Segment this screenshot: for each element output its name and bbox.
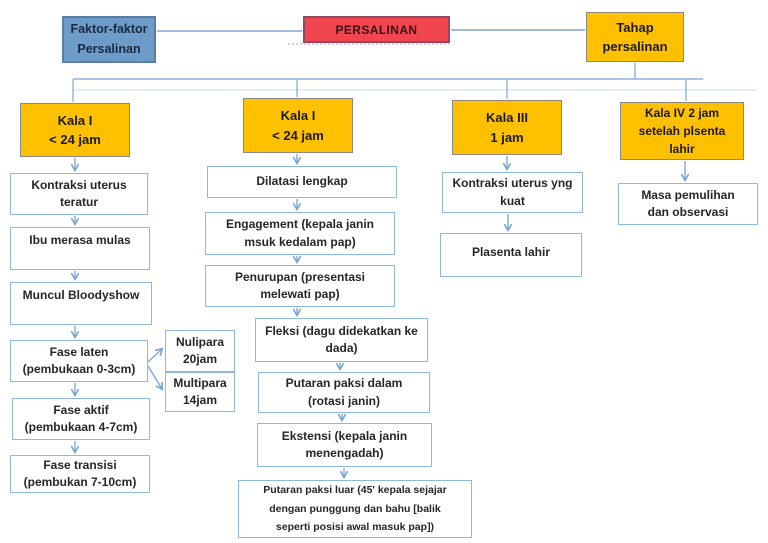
node-fase-laten: Fase laten (pembukaan 0-3cm) [10, 340, 148, 382]
node-ibu-merasa-mulas-label: Ibu merasa mulas [29, 233, 131, 247]
node-kala-1-tahap-label: Kala I < 24 jam [272, 108, 324, 143]
rails [72, 63, 757, 102]
node-penurupan-label: Penurupan (presentasi melewati pap) [234, 269, 366, 301]
node-muncul-bloodyshow: Muncul Bloodyshow [10, 282, 152, 325]
arrow-faselaten-multipara [147, 365, 164, 391]
node-nulipara-label: Nulipara 20jam [175, 334, 224, 366]
node-dilatasi-lengkap-label: Dilatasi lengkap [256, 174, 348, 189]
node-multipara: Multipara 14jam [165, 372, 235, 412]
node-kontraksi-uterus-teratur: Kontraksi uterus teratur [10, 173, 148, 215]
node-fleksi-label: Fleksi (dagu didekatkan ke dada) [265, 323, 418, 355]
node-plasenta-lahir-label: Plasenta lahir [471, 245, 551, 259]
node-putaran-paksi-luar-label: Putaran paksi luar (45' kepala sejajar d… [263, 484, 447, 534]
node-ekstensi: Ekstensi (kepala janin menengadah) [257, 423, 432, 467]
node-putaran-paksi-dalam-label: Putaran paksi dalam (rotasi janin) [285, 376, 403, 408]
node-engagement-label: Engagement (kepala janin msuk kedalam pa… [225, 217, 375, 249]
node-kala-4: Kala IV 2 jam setelah plsenta lahir [620, 102, 744, 160]
node-fase-aktif: Fase aktif (pembukaan 4-7cm) [12, 398, 150, 440]
node-masa-pemulihan: Masa pemulihan dan observasi [618, 183, 758, 225]
node-fase-transisi-label: Fase transisi (pembukan 7-10cm) [23, 457, 137, 489]
arrow-faselaten-nulipara [147, 347, 164, 363]
node-ibu-merasa-mulas: Ibu merasa mulas [10, 227, 150, 270]
node-kontraksi-uterus-teratur-label: Kontraksi uterus teratur [31, 177, 127, 209]
node-multipara-label: Multipara 14jam [173, 375, 227, 407]
node-fase-transisi: Fase transisi (pembukan 7-10cm) [10, 455, 150, 493]
node-kala-1-faktor-label: Kala I < 24 jam [49, 112, 101, 148]
node-putaran-paksi-dalam: Putaran paksi dalam (rotasi janin) [258, 372, 430, 413]
node-kala-1-tahap: Kala I < 24 jam [243, 98, 353, 153]
node-fleksi: Fleksi (dagu didekatkan ke dada) [255, 318, 428, 362]
node-kala-3: Kala III 1 jam [452, 100, 562, 155]
node-tahap-persalinan: Tahap persalinan [586, 12, 684, 62]
node-muncul-bloodyshow-label: Muncul Bloodyshow [22, 288, 140, 302]
node-kontraksi-uterus-kuat: Kontraksi uterus yng kuat [442, 172, 583, 213]
node-persalinan: PERSALINAN [303, 16, 450, 43]
node-fase-aktif-label: Fase aktif (pembukaan 4-7cm) [24, 402, 138, 434]
node-dilatasi-lengkap: Dilatasi lengkap [207, 166, 397, 198]
flow-arrows [70, 154, 690, 480]
node-persalinan-label: PERSALINAN [335, 22, 418, 37]
node-faktor-persalinan: Faktor-faktor Persalinan [62, 16, 156, 63]
node-engagement: Engagement (kepala janin msuk kedalam pa… [205, 212, 395, 255]
top-links [157, 29, 585, 45]
node-faktor-persalinan-label: Faktor-faktor Persalinan [70, 22, 148, 56]
node-masa-pemulihan-label: Masa pemulihan dan observasi [641, 187, 735, 219]
node-putaran-paksi-luar: Putaran paksi luar (45' kepala sejajar d… [238, 480, 472, 538]
node-tahap-persalinan-label: Tahap persalinan [602, 19, 668, 55]
node-kala-1-faktor: Kala I < 24 jam [20, 103, 130, 157]
node-ekstensi-label: Ekstensi (kepala janin menengadah) [281, 428, 408, 460]
node-fase-laten-label: Fase laten (pembukaan 0-3cm) [22, 344, 136, 376]
node-kontraksi-uterus-kuat-label: Kontraksi uterus yng kuat [452, 176, 573, 208]
node-penurupan: Penurupan (presentasi melewati pap) [205, 265, 395, 307]
node-nulipara: Nulipara 20jam [165, 330, 235, 372]
node-kala-4-label: Kala IV 2 jam setelah plsenta lahir [638, 106, 726, 156]
node-plasenta-lahir: Plasenta lahir [440, 233, 582, 277]
node-kala-3-label: Kala III 1 jam [486, 110, 528, 145]
